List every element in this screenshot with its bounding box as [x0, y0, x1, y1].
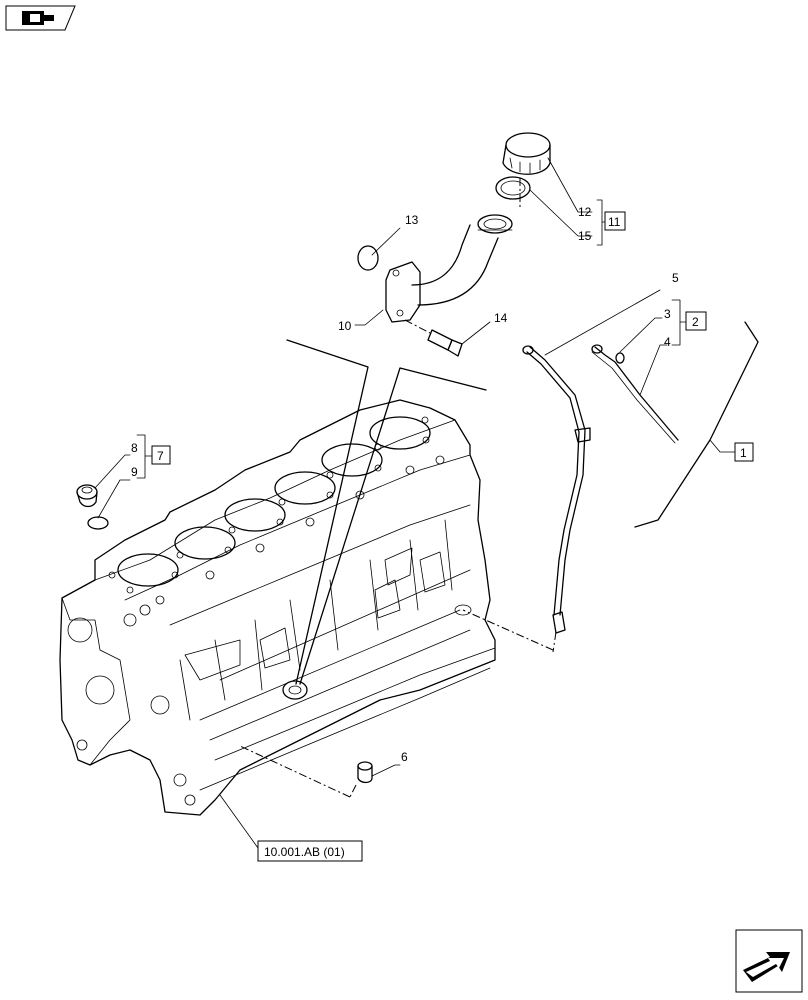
callout-11-box [604, 211, 626, 231]
callout-10: 10 [338, 319, 352, 333]
dipstick-tube-5 [522, 345, 591, 634]
callout-15: 15 [578, 229, 592, 243]
seal-15 [495, 176, 531, 200]
bolt-14 [404, 319, 463, 357]
cap-6 [357, 761, 373, 784]
callout-2: 2 [692, 315, 699, 329]
engine-block [59, 399, 496, 816]
callout-11: 11 [608, 215, 621, 229]
callout-1-box [734, 442, 754, 462]
dipstick-4 [591, 344, 679, 444]
callout-2-box [685, 311, 707, 331]
callout-1: 1 [740, 446, 747, 460]
callout-14: 14 [494, 311, 508, 325]
seal-9 [87, 516, 109, 530]
next-page-arrow-icon[interactable] [735, 929, 803, 993]
callout-5: 5 [672, 271, 679, 285]
callout-12: 12 [578, 205, 592, 219]
callout-13: 13 [405, 213, 419, 227]
o-ring-3 [615, 352, 625, 364]
callout-4: 4 [664, 335, 671, 349]
callout-3: 3 [664, 307, 671, 321]
oil-filler-pipe [385, 214, 513, 323]
plug-8 [76, 484, 98, 508]
filler-cap-12 [502, 132, 551, 175]
book-arrow-icon[interactable] [5, 5, 76, 31]
callout-7-box [151, 445, 171, 465]
callout-9: 9 [131, 465, 138, 479]
callout-7: 7 [157, 449, 164, 463]
callout-6: 6 [401, 750, 408, 764]
callout-8: 8 [131, 441, 138, 455]
reference-link[interactable]: 10.001.AB (01) [257, 840, 363, 862]
o-ring-13 [357, 245, 379, 271]
reference-label[interactable]: 10.001.AB (01) [264, 845, 345, 859]
